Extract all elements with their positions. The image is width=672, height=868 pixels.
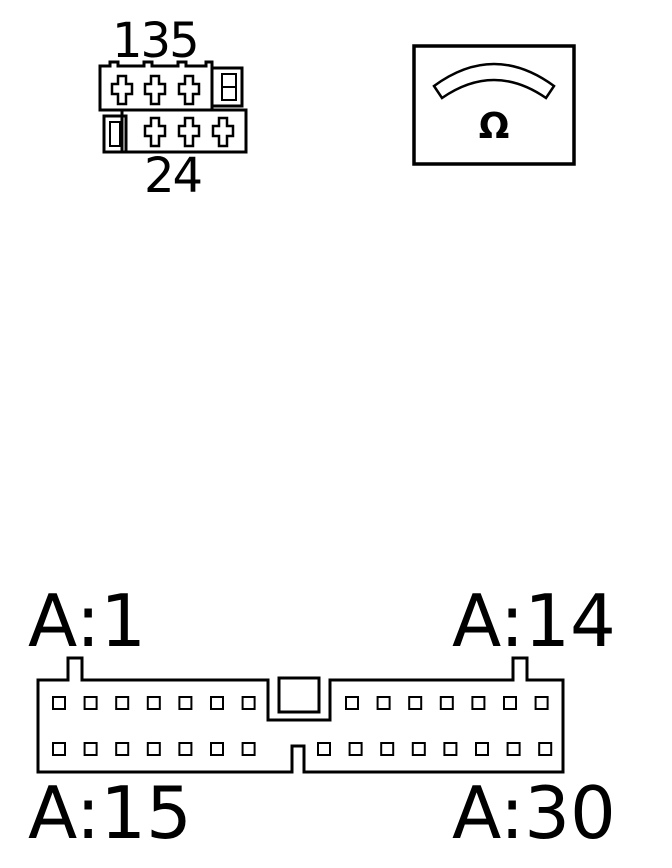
pin-cavity — [503, 696, 517, 710]
pin-cavity — [471, 696, 486, 710]
pin-cavity — [408, 696, 423, 710]
pin-cavity — [506, 742, 521, 756]
label-pin-a30: A:30 — [452, 771, 616, 855]
label-pin-a14: A:14 — [452, 579, 616, 663]
pin-cavity — [348, 742, 363, 756]
pin-cavity — [345, 696, 359, 710]
pin-cavity — [115, 742, 130, 756]
ohmmeter: Ω — [412, 44, 576, 166]
large-connector-center-key — [277, 676, 321, 714]
terminal-cavity — [177, 74, 201, 106]
pin-cavity — [534, 696, 549, 710]
terminal-cavity — [143, 74, 167, 106]
label-pin-a1: A:1 — [28, 579, 146, 663]
large-connector-pin-cavities — [52, 696, 553, 756]
pin-cavity — [115, 696, 130, 710]
small-connector-top-pin-numbers: 135 — [112, 13, 198, 69]
pin-cavity — [52, 742, 66, 756]
pin-cavity — [317, 742, 331, 756]
pin-cavity — [411, 742, 426, 756]
small-connector-lower-latch — [102, 114, 128, 154]
pin-cavity — [241, 742, 256, 756]
small-connector-bottom-pin-numbers: 24 — [144, 148, 201, 204]
ohm-symbol: Ω — [479, 106, 510, 147]
pin-cavity — [439, 696, 454, 710]
pin-cavity — [475, 742, 489, 756]
ohmmeter-body — [412, 44, 576, 166]
pin-cavity — [52, 696, 66, 710]
pin-cavity — [146, 742, 161, 756]
pin-cavity — [241, 696, 256, 710]
small-connector-terminals — [110, 74, 235, 148]
pin-cavity — [178, 742, 193, 756]
small-connector-upper-latch — [210, 66, 244, 108]
large-connector-housing — [36, 656, 565, 774]
small-connector-upper-housing — [98, 60, 214, 112]
pin-cavity — [376, 696, 391, 710]
pin-cavity — [83, 742, 98, 756]
terminal-cavity — [211, 116, 235, 148]
label-pin-a15: A:15 — [28, 771, 192, 855]
ohmmeter-scale-arc — [432, 62, 556, 100]
terminal-cavity — [177, 116, 201, 148]
terminal-cavity — [110, 74, 134, 106]
pin-cavity — [538, 742, 553, 756]
pin-cavity — [83, 696, 98, 710]
large-connector: A:1 A:14 A:15 A:30 — [28, 579, 616, 855]
pin-cavity — [178, 696, 193, 710]
terminal-cavity — [143, 116, 167, 148]
small-connector: 135 24 — [98, 13, 248, 204]
pin-cavity — [146, 696, 161, 710]
pin-cavity — [210, 742, 224, 756]
pin-cavity — [443, 742, 458, 756]
pin-cavity — [210, 696, 224, 710]
pin-cavity — [380, 742, 395, 756]
small-connector-lower-housing — [120, 108, 248, 154]
